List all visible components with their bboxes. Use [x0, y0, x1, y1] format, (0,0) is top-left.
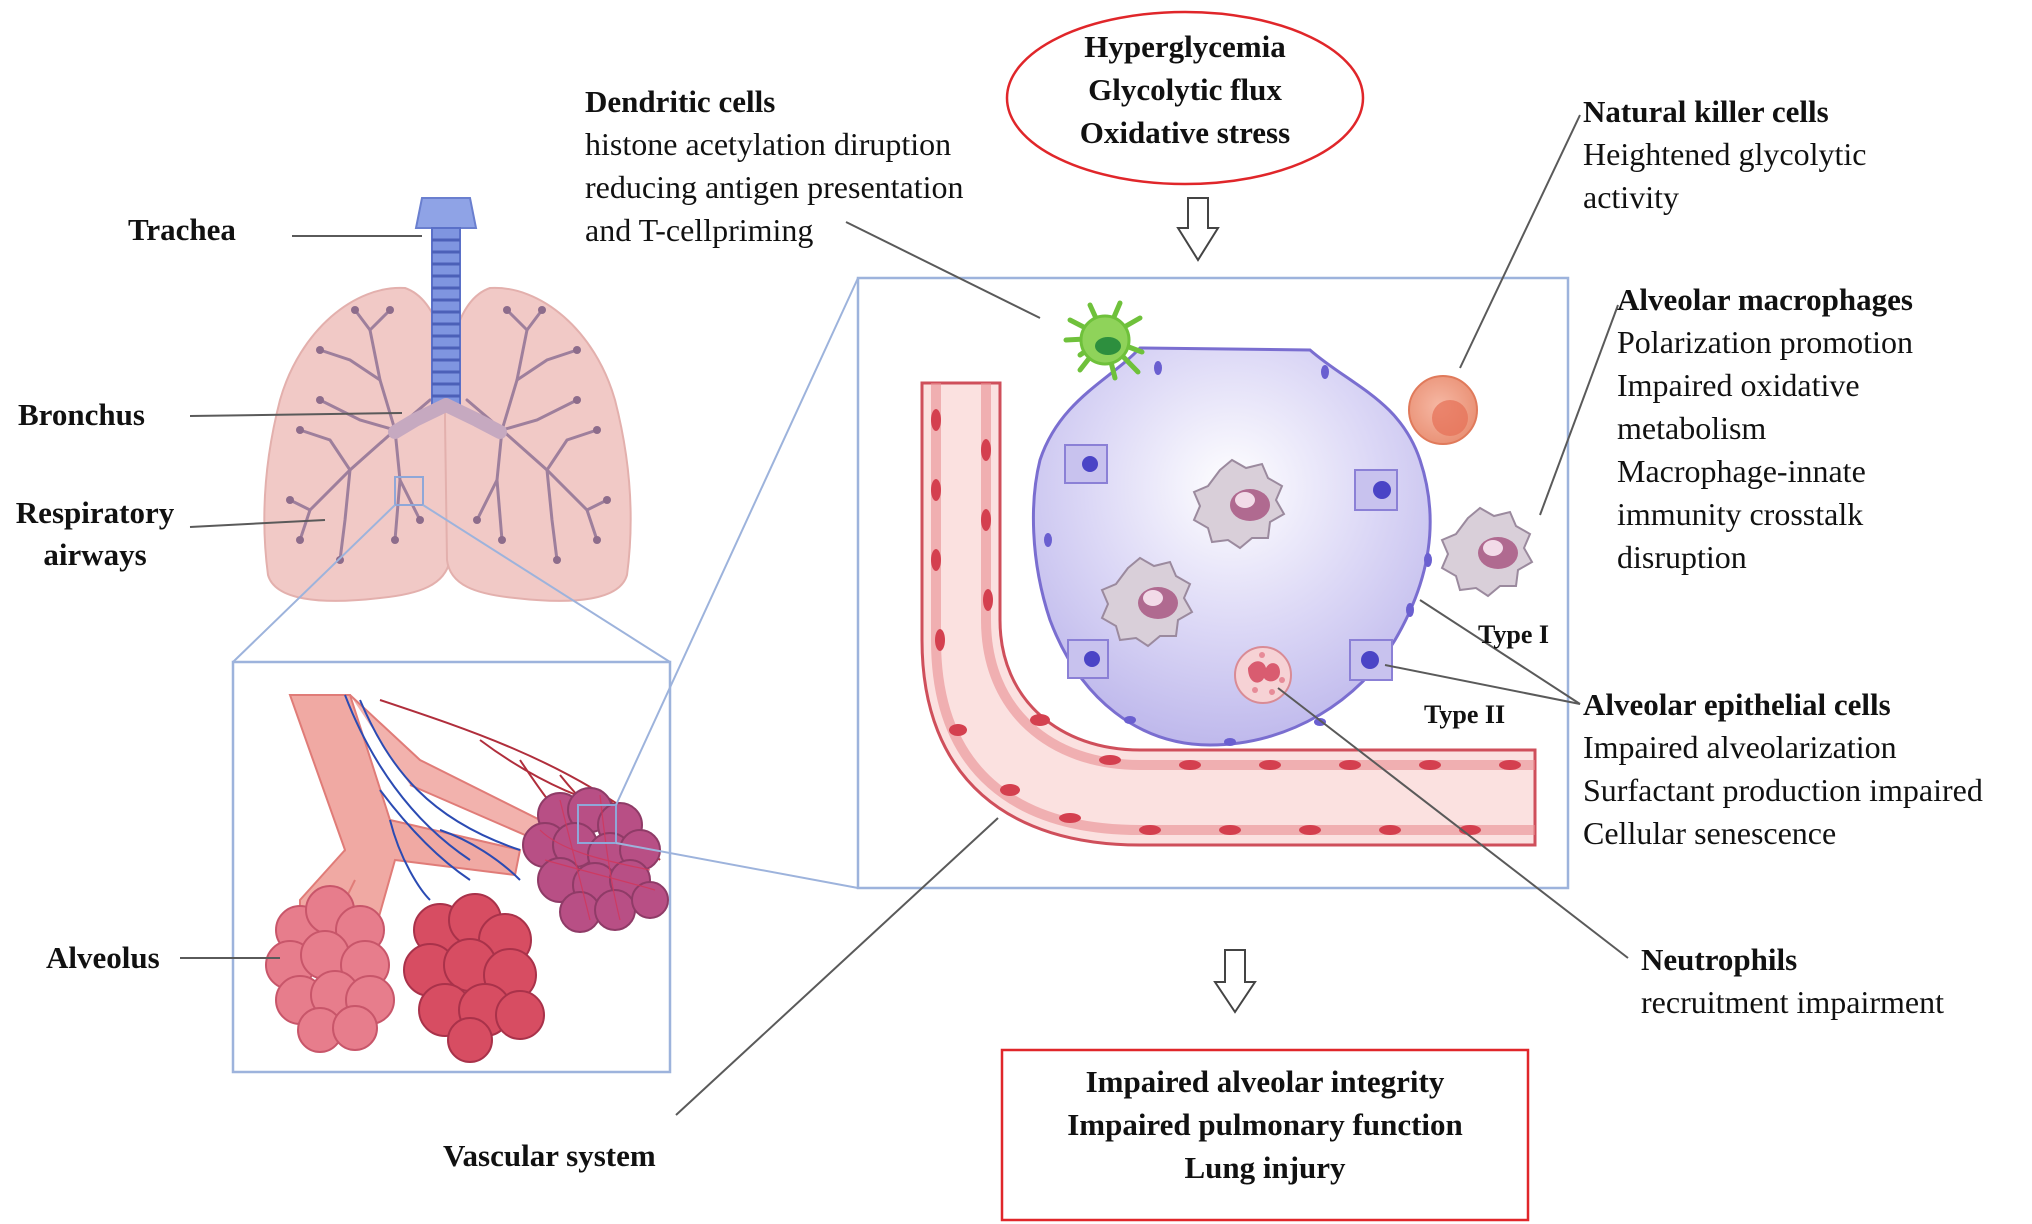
neutrophils-annotation: Neutrophils recruitment impairment: [1641, 938, 1944, 1024]
stressor-line: Oxidative stress: [1079, 115, 1291, 150]
outcome-line: Lung injury: [1184, 1150, 1346, 1185]
macrophages-line: disruption: [1617, 539, 1747, 575]
type-i-label: Type I: [1478, 620, 1550, 649]
outcome-text: Impaired alveolar integrity Impaired pul…: [1002, 1060, 1528, 1189]
macrophages-line: immunity crosstalk: [1617, 496, 1864, 532]
epithelial-cells-line: Cellular senescence: [1583, 815, 1837, 851]
epithelial-cells-line: Surfactant production impaired: [1583, 772, 1983, 808]
alveolus-sac-icon: [1031, 346, 1432, 747]
macrophages-line: Impaired oxidative: [1617, 367, 1860, 403]
epithelial-cells-line: Impaired alveolarization: [1583, 729, 1897, 765]
respiratory-airways-line: Respiratory: [15, 495, 175, 530]
neutrophils-title: Neutrophils: [1641, 942, 1798, 977]
macrophage-icon: [1192, 458, 1286, 550]
lung-zoom-marker: [394, 476, 424, 506]
outcome-line: Impaired pulmonary function: [1067, 1107, 1463, 1142]
nk-cells-line: Heightened glycolytic: [1583, 136, 1867, 172]
outcome-box: [1000, 1048, 1530, 1222]
stressor-line: Hyperglycemia: [1084, 29, 1286, 64]
alveolus-label: Alveolus: [46, 940, 160, 975]
epithelial-cells-title: Alveolar epithelial cells: [1583, 687, 1891, 722]
alveoli-zoom-marker: [577, 804, 617, 844]
macrophages-annotation: Alveolar macrophages Polarization promot…: [1617, 278, 1913, 579]
leader-lines: [180, 114, 1629, 1116]
macrophages-line: Macrophage-innate: [1617, 453, 1866, 489]
nk-cells-line: activity: [1583, 179, 1679, 215]
macrophages-line: Polarization promotion: [1617, 324, 1913, 360]
type-ii-label: Type II: [1424, 700, 1506, 729]
neutrophil-icon: [1234, 646, 1292, 704]
down-arrow-icon: [1213, 949, 1257, 1014]
dendritic-cells-title: Dendritic cells: [585, 84, 776, 119]
epithelial-cells-annotation: Alveolar epithelial cells Impaired alveo…: [1583, 683, 1983, 855]
macrophage-icon: [1440, 506, 1534, 598]
dendritic-cells-annotation: Dendritic cells histone acetylation diru…: [585, 80, 964, 252]
macrophages-title: Alveolar macrophages: [1617, 282, 1913, 317]
macrophages-line: metabolism: [1617, 410, 1767, 446]
outcome-line: Impaired alveolar integrity: [1085, 1064, 1445, 1099]
trachea-icon: [388, 197, 507, 439]
dendritic-cells-line: reducing antigen presentation: [585, 169, 964, 205]
nk-cells-title: Natural killer cells: [1583, 94, 1829, 129]
vascular-system-label: Vascular system: [443, 1138, 656, 1173]
blood-vessel-icon: [920, 381, 1537, 847]
dendritic-cell-icon: [1063, 300, 1145, 381]
neutrophils-line: recruitment impairment: [1641, 984, 1944, 1020]
nk-cells-annotation: Natural killer cells Heightened glycolyt…: [1583, 90, 1866, 219]
stressor-line: Glycolytic flux: [1088, 72, 1282, 107]
respiratory-airways-line: airways: [43, 537, 147, 572]
bronchus-label: Bronchus: [18, 397, 145, 432]
stressor-ellipse: [1005, 10, 1365, 186]
dendritic-cells-line: and T-cellpriming: [585, 212, 814, 248]
dendritic-cells-line: histone acetylation diruption: [585, 126, 952, 162]
nk-cell-icon: [1408, 375, 1478, 445]
macrophage-icon: [1100, 556, 1194, 648]
stressor-text: Hyperglycemia Glycolytic flux Oxidative …: [1007, 25, 1363, 154]
down-arrow-icon: [1176, 197, 1220, 262]
respiratory-airways-label: Respiratory airways: [2, 492, 188, 576]
trachea-label: Trachea: [128, 212, 236, 247]
